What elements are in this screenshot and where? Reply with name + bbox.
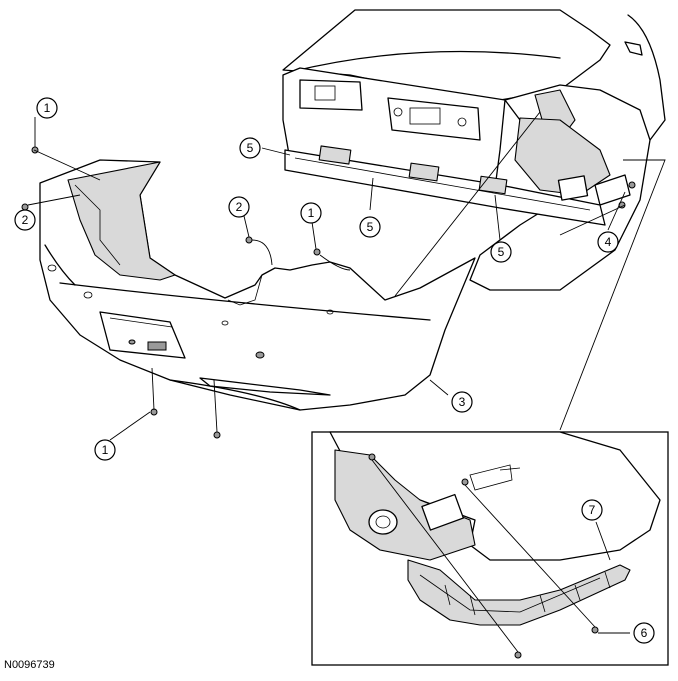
callout-4: 4 [597,231,619,253]
callout-1-bottom: 1 [94,439,116,461]
callout-2-center: 2 [228,196,250,218]
callout-5-right: 5 [490,241,512,263]
svg-text:2: 2 [22,213,29,227]
svg-text:5: 5 [367,220,374,234]
svg-text:5: 5 [498,245,505,259]
svg-text:1: 1 [102,443,109,457]
vehicle-rear-body [282,9,666,291]
svg-text:1: 1 [308,206,315,220]
svg-text:6: 6 [641,626,648,640]
svg-text:7: 7 [589,503,596,517]
svg-text:4: 4 [605,235,612,249]
callout-5-center: 5 [359,216,381,238]
detail-inset [311,431,669,666]
leader-lines [24,111,666,441]
svg-text:2: 2 [236,200,243,214]
svg-text:1: 1 [44,101,51,115]
callout-1-top-left: 1 [36,97,58,119]
rear-bumper-cover [39,159,476,411]
callout-1-center: 1 [300,202,322,224]
svg-text:3: 3 [459,395,466,409]
callout-3: 3 [451,391,473,413]
callout-6: 6 [633,622,655,644]
callout-2-left: 2 [14,209,36,231]
svg-text:5: 5 [247,141,254,155]
callout-5-top-left: 5 [239,137,261,159]
callout-7: 7 [581,499,603,521]
figure-reference-code: N0096739 [4,659,55,671]
